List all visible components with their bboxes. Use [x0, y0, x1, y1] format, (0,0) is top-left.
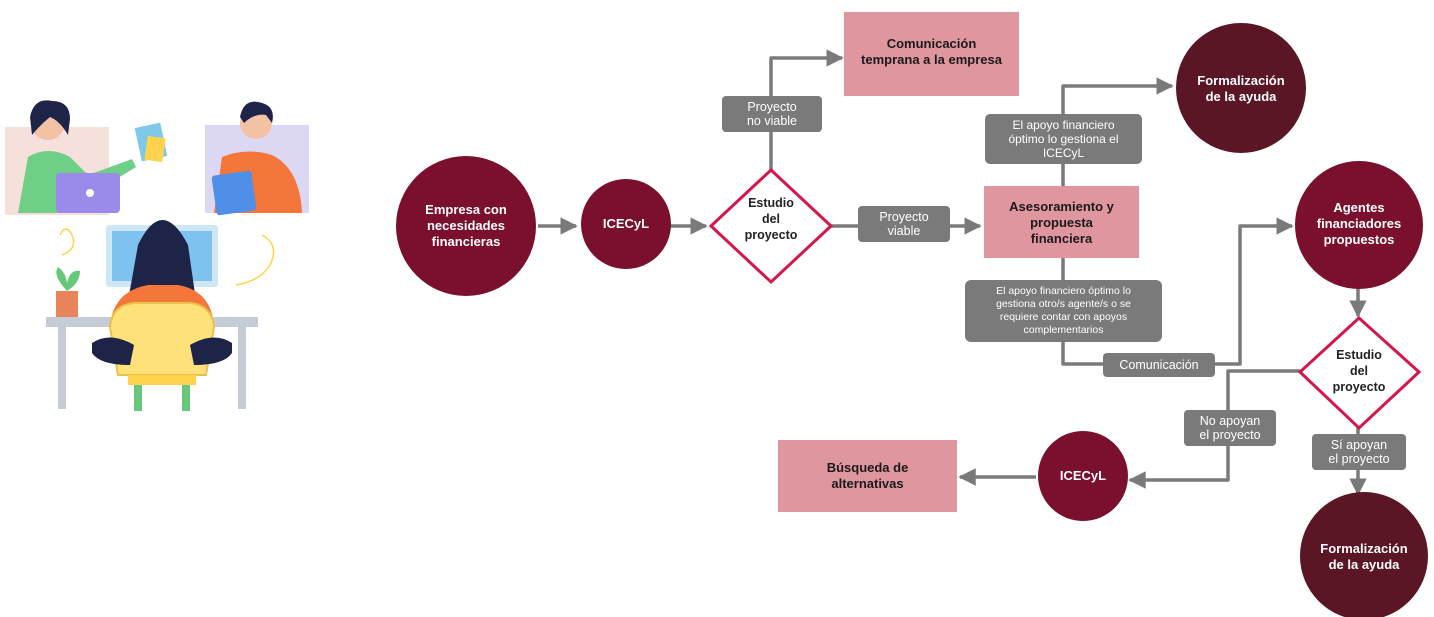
- node-asesoramiento-label: Asesoramiento y propuesta financiera: [1009, 199, 1114, 246]
- label-bg-gestiona-otros: [965, 280, 1162, 342]
- node-icecyl-1: [581, 179, 671, 269]
- node-comunicacion-temprana: [844, 12, 1019, 96]
- edge-label-si-apoyan: Sí apoyan el proyecto: [1328, 438, 1390, 466]
- node-empresa: [396, 156, 536, 296]
- node-formalizacion-1: [1176, 23, 1306, 153]
- node-busqueda: [778, 440, 957, 512]
- edge-label-gestiona-otros: El apoyo financiero óptimo lo gestiona o…: [996, 285, 1131, 336]
- edge-label-no-apoyan: No apoyan el proyecto: [1199, 414, 1261, 442]
- node-estudio-2: [1297, 315, 1422, 431]
- node-formalizacion-2: [1300, 492, 1428, 617]
- node-comunicacion-temprana-label: Comunicación temprana a la empresa: [861, 36, 1002, 67]
- people-collaborating-illustration: [5, 100, 309, 411]
- node-icecyl-1-label: ICECyL: [602, 216, 650, 231]
- label-bg-viable: [858, 206, 950, 242]
- node-formalizacion-2-label: Formalización de la ayuda: [1320, 541, 1408, 572]
- node-busqueda-label: Búsqueda de alternativas: [826, 460, 909, 491]
- edge-label-gestiona-icecyl: El apoyo financiero óptimo lo gestiona e…: [1008, 118, 1119, 160]
- label-bg-no-viable: [722, 96, 822, 132]
- edge-label-viable: Proyecto viable: [879, 210, 929, 238]
- edge-estudio-comunicacion: [769, 49, 844, 170]
- edge-label-no-viable: Proyecto no viable: [746, 100, 798, 128]
- node-formalizacion-1-label: Formalización de la ayuda: [1197, 73, 1285, 104]
- edge-label-comunicacion: Comunicación: [1119, 358, 1199, 372]
- label-bg-gestiona-icecyl: [985, 114, 1142, 164]
- label-bg-si-apoyan: [1312, 434, 1406, 470]
- node-estudio-2-label: Estudio del proyecto: [1332, 348, 1386, 394]
- node-asesoramiento: [984, 186, 1139, 258]
- node-icecyl-2-label: ICECyL: [1059, 468, 1107, 483]
- node-agentes: [1295, 161, 1423, 289]
- node-estudio-1: [708, 167, 834, 285]
- node-icecyl-2: [1038, 431, 1128, 521]
- node-empresa-label: Empresa con necesidades financieras: [425, 202, 507, 249]
- label-bg-comunicacion: [1103, 353, 1215, 377]
- label-bg-no-apoyan: [1184, 410, 1276, 446]
- node-agentes-label: Agentes financiadores propuestos: [1316, 200, 1402, 247]
- node-estudio-1-label: Estudio del proyecto: [744, 196, 798, 242]
